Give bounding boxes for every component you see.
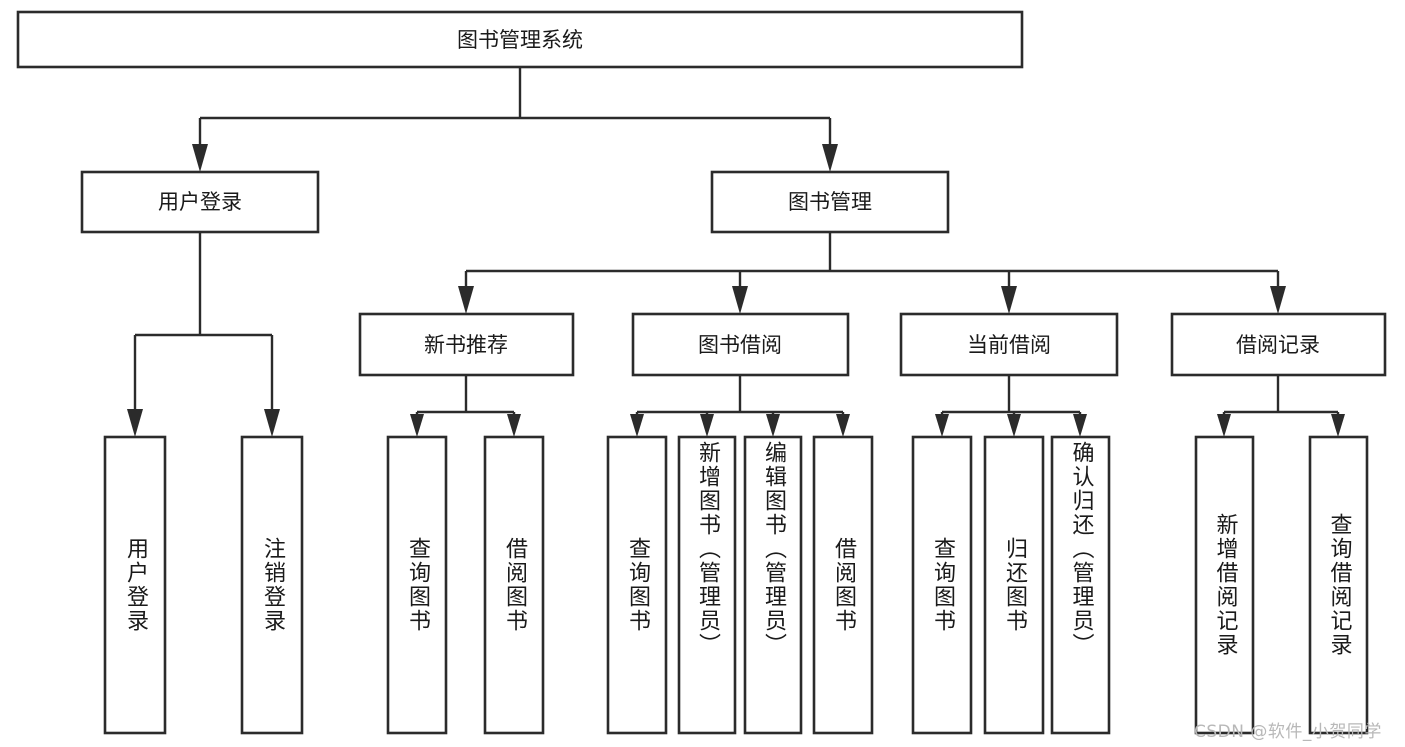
node-book-borrow-box[interactable] (631, 312, 850, 377)
node-root-box[interactable] (16, 10, 1024, 69)
arrow-head-icon (732, 286, 748, 314)
node-new-book-recommend-box[interactable] (358, 312, 575, 377)
node-borrow-record[interactable]: 借阅记录 (1170, 312, 1387, 377)
leaf-box-borrow-book-new[interactable] (483, 435, 545, 735)
arrow-head-icon (458, 286, 474, 314)
arrow-head-icon (410, 414, 424, 437)
node-new-book-recommend[interactable]: 新书推荐 (358, 312, 575, 377)
leaf-box-confirm-return-admin[interactable] (1050, 435, 1111, 735)
arrow-head-icon (1270, 286, 1286, 314)
arrow-head-icon (1007, 414, 1021, 437)
node-book-borrow[interactable]: 图书借阅 (631, 312, 850, 377)
node-user-login-label: 用户登录 (158, 190, 242, 214)
arrow-head-icon (630, 414, 644, 437)
arrow-head-icon (935, 414, 949, 437)
node-root[interactable]: 图书管理系统 (16, 10, 1024, 69)
arrow-head-icon (766, 414, 780, 437)
connector-group-newbook-to-leaves (410, 375, 521, 437)
connector-group-borrow-to-leaves (630, 375, 850, 437)
arrow-head-icon (1217, 414, 1231, 437)
arrow-head-icon (1001, 286, 1017, 314)
leaf-box-query-book-current[interactable] (911, 435, 973, 735)
leaf-box-user-login[interactable] (103, 435, 167, 735)
arrow-head-icon (1331, 414, 1345, 437)
arrow-head-icon (836, 414, 850, 437)
node-current-borrow-box[interactable] (899, 312, 1119, 377)
leaf-box-add-borrow-record[interactable] (1194, 435, 1255, 735)
arrow-head-icon (822, 144, 838, 172)
arrow-head-icon (264, 409, 280, 437)
leaf-box-group (103, 435, 1369, 735)
node-borrow-record-box[interactable] (1170, 312, 1387, 377)
leaf-box-query-book-new[interactable] (386, 435, 448, 735)
node-user-login-box[interactable] (80, 170, 320, 234)
arrow-head-icon (127, 409, 143, 437)
leaf-box-edit-book-admin[interactable] (743, 435, 803, 735)
arrow-head-icon (700, 414, 714, 437)
leaf-box-query-borrow-record[interactable] (1308, 435, 1369, 735)
node-book-management-label: 图书管理 (788, 190, 872, 214)
node-book-borrow-label: 图书借阅 (698, 333, 782, 357)
node-borrow-record-label: 借阅记录 (1236, 333, 1320, 357)
connector-group-record-to-leaves (1217, 375, 1345, 437)
node-book-management-box[interactable] (710, 170, 950, 234)
arrow-head-icon (507, 414, 521, 437)
leaf-box-query-book-borrow[interactable] (606, 435, 668, 735)
connector-group-book-to-level3 (458, 232, 1286, 314)
arrow-head-icon (192, 144, 208, 172)
node-user-login[interactable]: 用户登录 (80, 170, 320, 234)
leaf-box-return-book[interactable] (983, 435, 1045, 735)
node-root-label: 图书管理系统 (457, 28, 583, 52)
leaf-box-borrow-book[interactable] (812, 435, 874, 735)
node-book-management[interactable]: 图书管理 (710, 170, 950, 234)
node-new-book-recommend-label: 新书推荐 (424, 333, 508, 357)
connector-group-current-to-leaves (935, 375, 1087, 437)
node-current-borrow[interactable]: 当前借阅 (899, 312, 1119, 377)
arrow-head-icon (1073, 414, 1087, 437)
leaf-box-user-logout[interactable] (240, 435, 304, 735)
connector-group-root-to-level2 (192, 67, 838, 172)
node-current-borrow-label: 当前借阅 (967, 333, 1051, 357)
leaf-box-add-book-admin[interactable] (677, 435, 737, 735)
connector-group-user-to-leaves (127, 232, 280, 437)
